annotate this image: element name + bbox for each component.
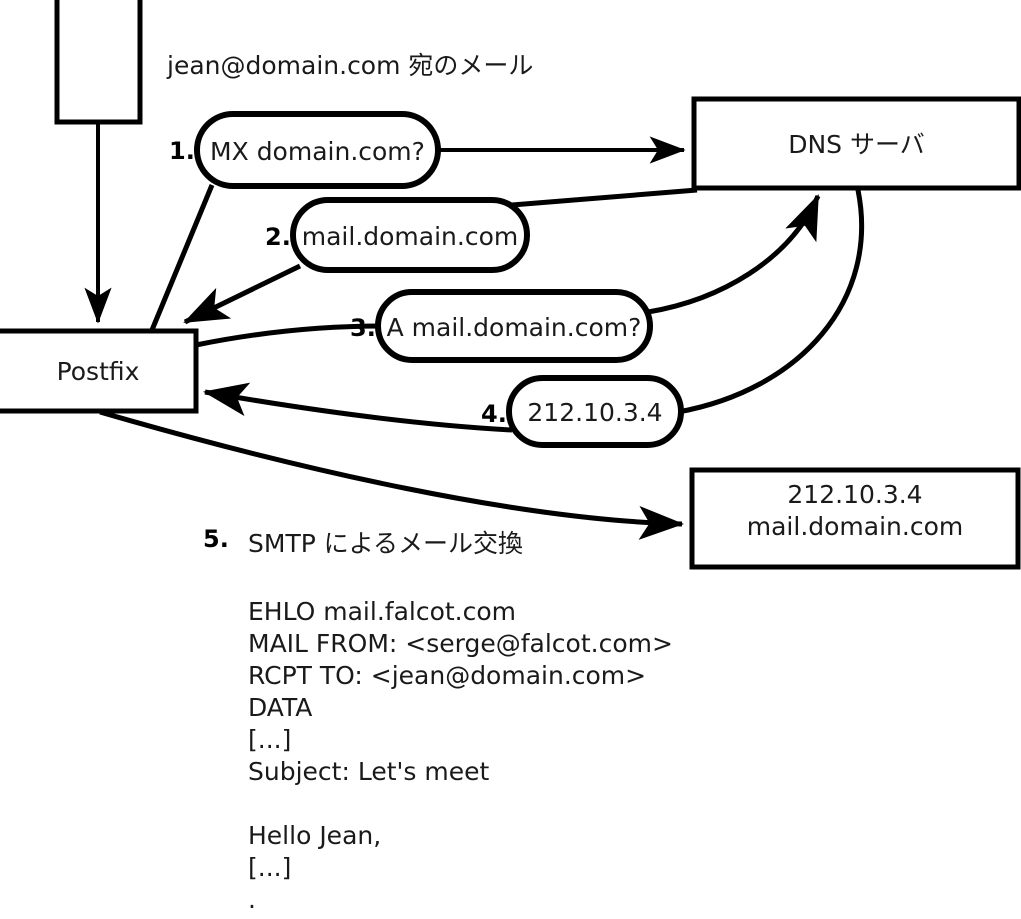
mail-server-box <box>689 467 1021 570</box>
page-title: jean@domain.com 宛のメール <box>167 51 534 80</box>
arrow-step4-to-postfix <box>203 382 513 433</box>
step-number-2: 2. <box>265 223 291 251</box>
bubble-step2 <box>290 197 530 273</box>
arrow-step3-tail <box>195 323 383 348</box>
smtp-transcript-line: Hello Jean, <box>248 821 382 850</box>
step-number-3: 3. <box>350 314 376 342</box>
dns-server-box-label: DNS サーバ <box>788 130 925 159</box>
bubble-step4 <box>506 375 684 448</box>
postfix-box-label: Postfix <box>56 357 140 386</box>
mail-server-box-label-line2: mail.domain.com <box>746 512 964 541</box>
smtp-transcript-line: RCPT TO: <jean@domain.com> <box>248 661 647 690</box>
postfix-box <box>0 328 199 414</box>
arrow-step1-tail <box>149 184 215 331</box>
step-number-1: 1. <box>169 137 195 165</box>
bubble-step3-label: A mail.domain.com? <box>386 313 642 342</box>
bubble-step4-label: 212.10.3.4 <box>527 398 663 427</box>
bubble-step1 <box>194 111 441 189</box>
arrow-step5-smtp <box>99 409 684 540</box>
smtp-transcript-line: [...] <box>248 725 292 754</box>
sender-box <box>54 0 143 125</box>
smtp-transcript-line: . <box>248 885 256 914</box>
step-number-5: 5. <box>203 525 229 553</box>
arrow-step2-to-postfix <box>183 263 302 325</box>
step5-caption: SMTP によるメール交換 <box>248 529 523 558</box>
arrow-step2-from-dns <box>511 187 698 208</box>
mail-server-box-label-line1: 212.10.3.4 <box>787 480 923 509</box>
step-number-4: 4. <box>481 400 507 428</box>
smtp-transcript-line: Subject: Let's meet <box>248 757 490 786</box>
smtp-transcript-line <box>248 788 673 820</box>
arrow-step3-to-dns <box>647 194 821 315</box>
bubble-step1-label: MX domain.com? <box>210 137 425 166</box>
smtp-transcript-line: MAIL FROM: <serge@falcot.com> <box>248 629 673 658</box>
smtp-transcript-line: [...] <box>248 853 292 882</box>
bubble-step2-label: mail.domain.com <box>301 222 519 251</box>
smtp-transcript-line: DATA <box>248 693 313 722</box>
smtp-transcript-line: EHLO mail.falcot.com <box>248 597 517 626</box>
bubble-step3 <box>375 289 653 363</box>
dns-server-box <box>691 96 1021 191</box>
arrow-step4-from-dns <box>677 189 865 415</box>
